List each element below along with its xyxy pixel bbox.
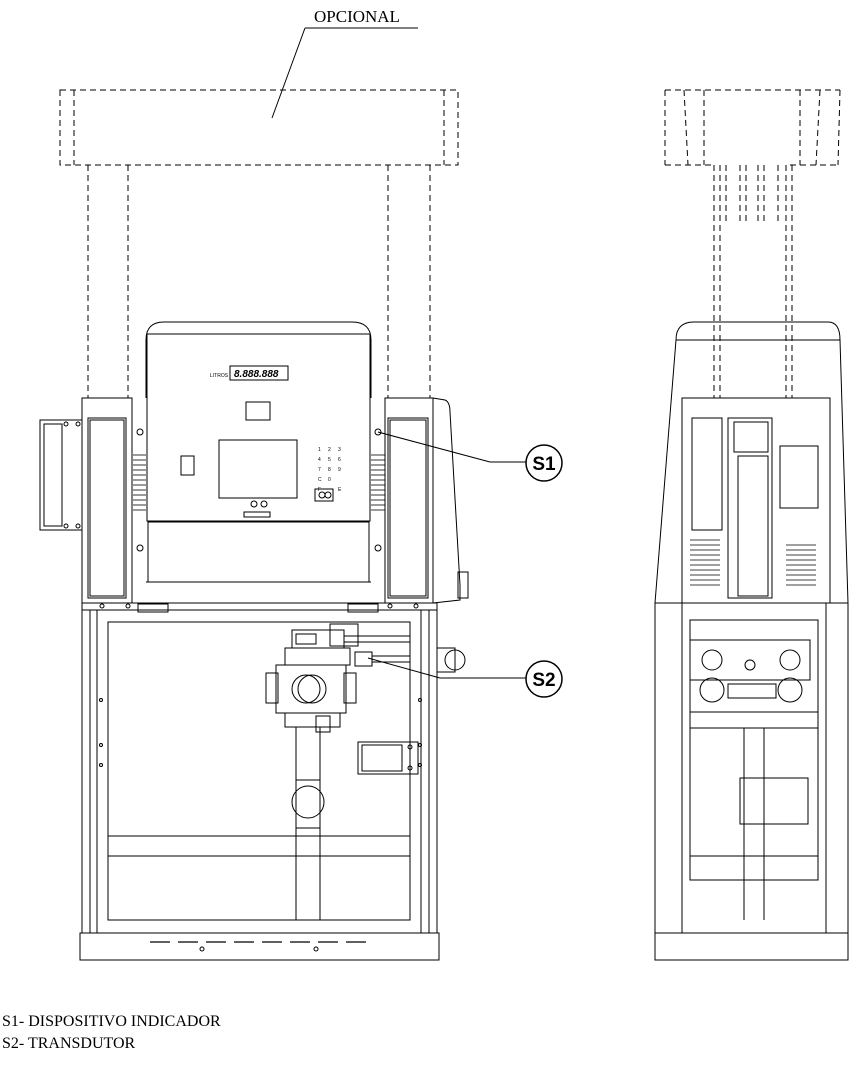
display-unit: LITROS [210,373,229,379]
optional-canopy-side [664,89,841,398]
keypad-key: 4 [318,457,321,463]
optional-canopy-front [59,89,459,398]
display-digits: 8.888.888 [234,369,279,380]
keypad-key: 3 [338,447,341,453]
keypad-key: 0 [328,477,331,483]
optional-leader [271,27,306,119]
s2-leader [367,657,441,679]
keypad-key: 6 [338,457,341,463]
keypad-key: 5 [328,457,331,463]
keypad-key: 9 [338,467,341,473]
s1-callout-label: S1 [532,454,556,475]
keypad-key: 1 [318,447,321,453]
keypad: 1 2 3 4 5 6 7 8 9 C 0 F E [318,447,342,493]
side-view-body [654,321,849,961]
s1-callout-circle [525,444,563,482]
s2-callout-label: S2 [532,670,555,691]
front-meter-assembly [265,623,410,920]
keypad-key: 7 [318,467,321,473]
keypad-key: 8 [328,467,331,473]
keypad-key: 2 [328,447,331,453]
front-side-columns [39,397,469,604]
legend-s2: S2- TRANSDUTOR [2,1035,136,1052]
optional-label: OPCIONAL [314,7,400,26]
keypad-key: C [318,477,322,483]
front-base-cabinet [79,602,466,961]
front-head [136,321,382,583]
keypad-key: E [338,487,342,493]
s2-callout-circle [525,660,563,698]
s1-leader [377,431,491,463]
keypad-key: F [318,487,321,493]
legend-s1: S1- DISPOSITIVO INDICADOR [2,1013,221,1030]
